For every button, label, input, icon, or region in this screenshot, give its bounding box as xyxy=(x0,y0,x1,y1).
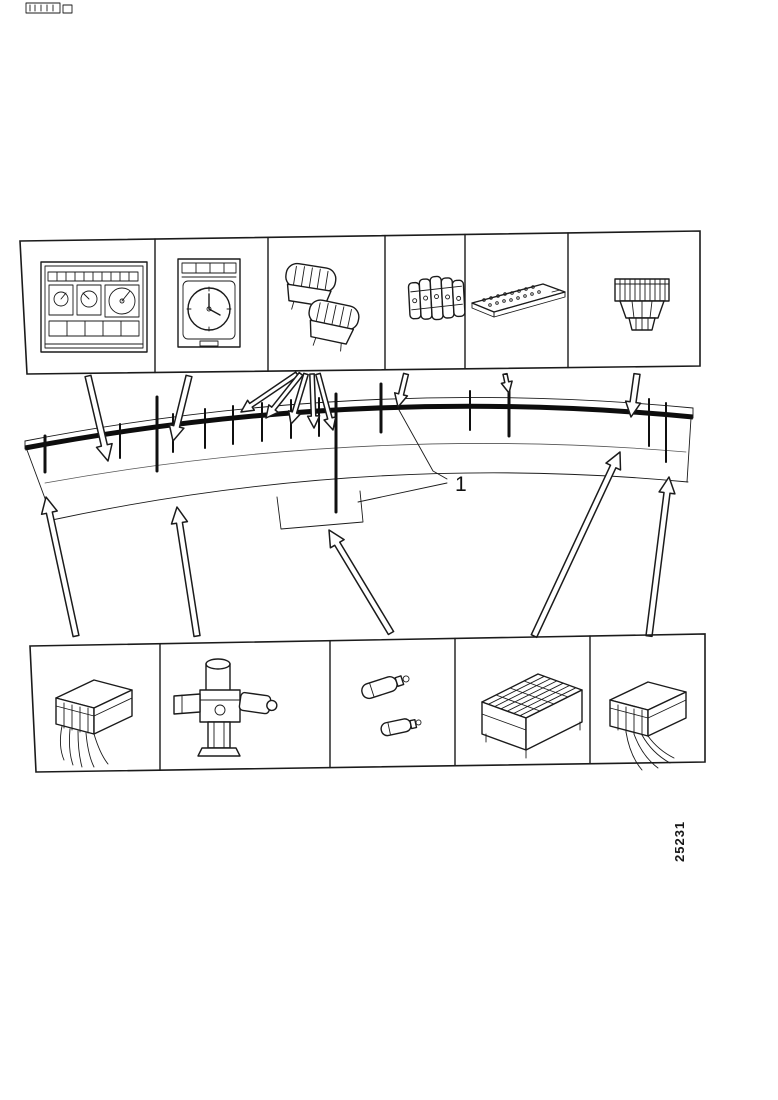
hollow-arrow xyxy=(287,372,309,425)
hollow-arrow xyxy=(265,371,304,419)
bulbs-icon xyxy=(361,675,422,737)
hollow-arrow xyxy=(645,476,676,638)
hollow-arrow xyxy=(315,372,337,431)
connector-block-icon xyxy=(407,275,466,321)
band-notch xyxy=(276,490,364,530)
top-panel-outline xyxy=(19,230,701,375)
relay-box-icon xyxy=(481,673,583,759)
rocker-switches-icon xyxy=(285,262,360,352)
figure-number: 25231 xyxy=(672,821,687,862)
band-main-arc xyxy=(24,403,694,451)
hollow-arrow xyxy=(530,451,622,639)
top-component-panel xyxy=(19,230,701,375)
hollow-arrow xyxy=(624,372,642,418)
hollow-arrow xyxy=(40,496,80,638)
relay-icon-right xyxy=(609,681,687,771)
callout-arrows xyxy=(40,371,676,639)
dashboard-harness-band xyxy=(24,382,694,530)
hollow-arrow xyxy=(168,374,193,442)
harness-ticks xyxy=(43,382,667,514)
gauge-clock-icon xyxy=(177,258,241,348)
hollow-arrow xyxy=(393,372,410,408)
hollow-arrow xyxy=(328,529,395,636)
bottom-panel-outline xyxy=(29,633,706,773)
bulb-2 xyxy=(380,718,422,737)
column-switch-assembly-icon xyxy=(173,658,278,757)
band-upper-contour xyxy=(24,397,694,442)
corner-registration-mark xyxy=(25,2,73,14)
bottom-component-panel xyxy=(29,633,706,773)
hollow-arrow xyxy=(84,374,113,462)
bulb-1 xyxy=(361,675,410,700)
hollow-arrow xyxy=(240,371,300,413)
band-mid-contour xyxy=(44,443,687,484)
instrument-cluster-icon xyxy=(40,261,148,353)
multi-pin-connector-icon xyxy=(614,278,670,331)
hollow-arrow xyxy=(500,372,513,394)
band-lower-contour xyxy=(51,472,689,521)
callout-1-label: 1 xyxy=(455,473,467,496)
callout-1: 1 xyxy=(357,409,467,503)
relay-icon-left xyxy=(55,679,133,768)
hollow-arrow xyxy=(306,373,321,429)
hollow-arrow xyxy=(170,506,201,638)
circuit-board-icon xyxy=(471,283,566,318)
